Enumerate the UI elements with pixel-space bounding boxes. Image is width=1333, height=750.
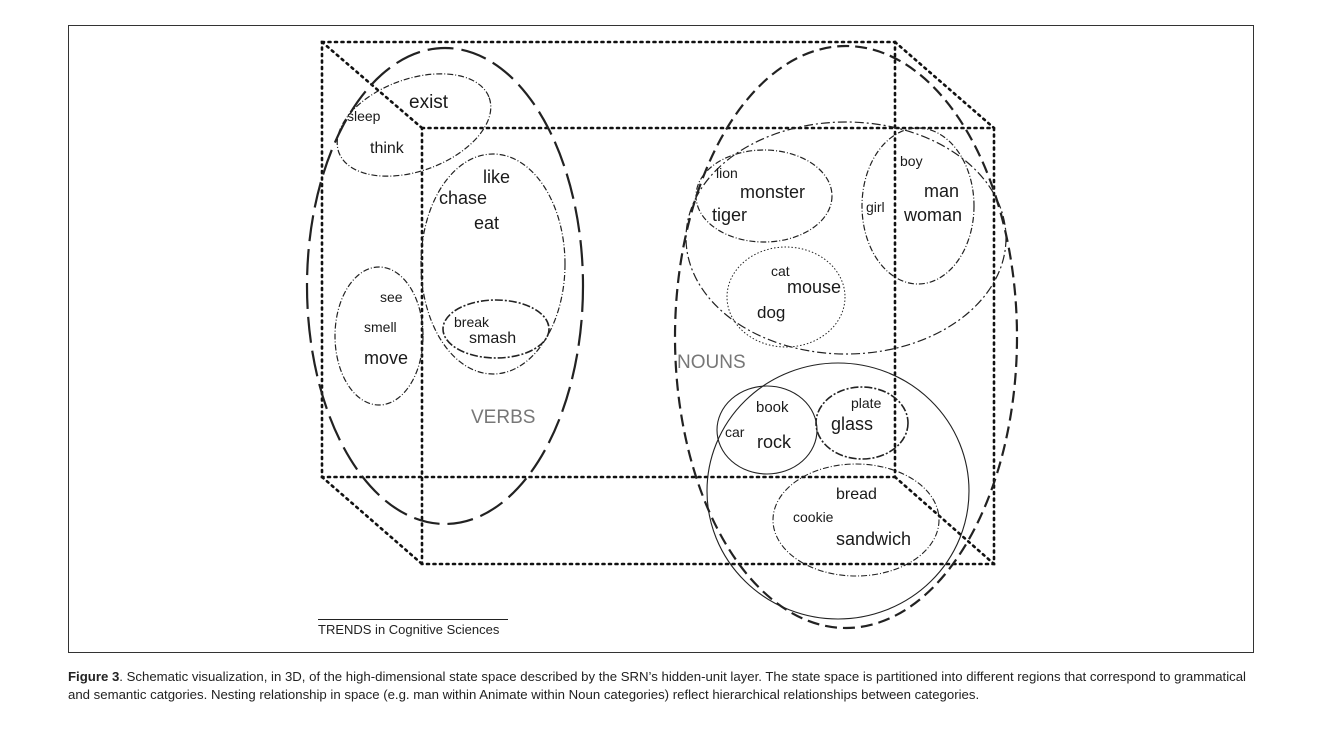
word-lion: lion (716, 165, 738, 181)
exist-think-cluster (336, 73, 492, 177)
human-cluster (861, 127, 975, 285)
word-rock: rock (757, 432, 792, 452)
word-see: see (380, 289, 403, 305)
credit-rule (318, 619, 508, 620)
verbs-region (305, 46, 585, 526)
transitive-verb-cluster (420, 153, 566, 375)
wild-animal-cluster (695, 149, 833, 243)
state-space-cube (320, 40, 996, 566)
small-animal-cluster (726, 246, 846, 348)
word-smell: smell (364, 319, 397, 335)
perception-verb-cluster (334, 266, 424, 406)
word-woman: woman (903, 205, 962, 225)
word-eat: eat (474, 213, 499, 233)
word-man: man (924, 181, 959, 201)
word-exist: exist (409, 92, 449, 113)
word-like: like (483, 167, 510, 187)
word-monster: monster (740, 182, 805, 202)
break-smash-cluster (442, 299, 550, 359)
figure-frame (68, 25, 1254, 653)
animate-region (685, 121, 1007, 355)
verbs-label: VERBS (471, 407, 535, 428)
word-sandwich: sandwich (836, 529, 911, 549)
food-cluster (772, 463, 940, 577)
verb-regions (305, 46, 585, 526)
noun-regions (673, 44, 1019, 630)
noun-words: lion monster tiger boy girl man woman ca… (712, 153, 962, 549)
word-break: break (454, 314, 490, 330)
figure-caption: Figure 3. Schematic visualization, in 3D… (68, 668, 1268, 703)
word-smash: smash (469, 330, 516, 347)
word-mouse: mouse (787, 277, 841, 297)
breakable-cluster (815, 386, 909, 460)
figure-credit: TRENDS in Cognitive Sciences (318, 622, 500, 637)
nouns-label: NOUNS (677, 352, 746, 373)
word-plate: plate (851, 395, 882, 411)
word-book: book (756, 399, 789, 416)
cube-edge (893, 40, 996, 130)
word-move: move (364, 348, 408, 368)
word-car: car (725, 424, 745, 440)
word-boy: boy (900, 153, 923, 169)
object-cluster (716, 385, 818, 475)
verb-words: exist sleep think like chase eat see sme… (347, 92, 516, 368)
word-tiger: tiger (712, 205, 747, 225)
word-glass: glass (831, 414, 873, 434)
word-cookie: cookie (793, 509, 834, 525)
word-think: think (370, 140, 405, 157)
word-chase: chase (439, 188, 487, 208)
caption-label: Figure 3 (68, 669, 120, 684)
cube-edge (893, 475, 996, 566)
word-bread: bread (836, 486, 877, 503)
word-sleep: sleep (347, 108, 381, 124)
caption-text: . Schematic visualization, in 3D, of the… (68, 669, 1246, 702)
nouns-region (673, 44, 1019, 630)
inanimate-region (706, 362, 970, 620)
word-girl: girl (866, 199, 885, 215)
word-cat: cat (771, 263, 790, 279)
cube-front-face (420, 126, 996, 566)
cube-back-face (320, 40, 897, 479)
word-dog: dog (757, 303, 785, 322)
cube-edge (320, 475, 424, 566)
